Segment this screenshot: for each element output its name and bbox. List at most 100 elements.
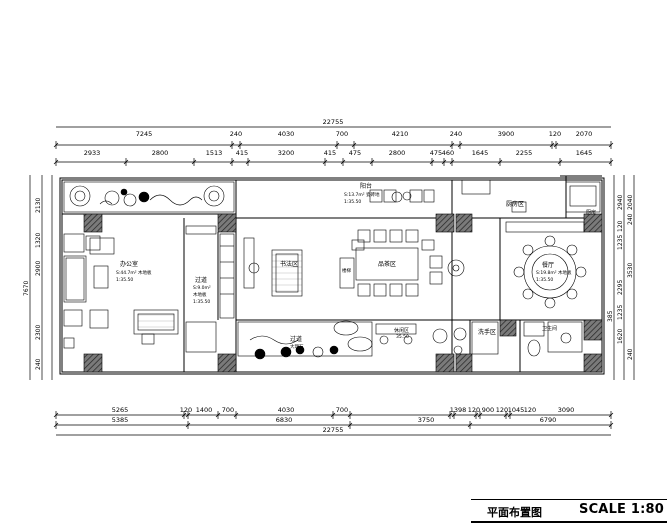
dim-right-240: 240 <box>627 213 634 225</box>
dim-right-inner-1620: 1620 <box>617 329 624 344</box>
dim-top-row2-4: 4210 <box>392 130 409 138</box>
label-study: 书法区 <box>280 260 298 268</box>
dim-bottom-row2-2: 3750 <box>418 416 435 424</box>
dim-left-2300: 2300 <box>35 325 42 340</box>
dim-right-inner-240: 240 <box>627 348 634 360</box>
dim-bottom-row1-11: 120 <box>524 406 536 414</box>
dim-left-1320: 1320 <box>35 233 42 248</box>
dim-bottom-row1-4: 4030 <box>278 406 295 414</box>
dim-bottom-total: 22755 <box>323 426 344 434</box>
dim-top-row2-8: 2070 <box>576 130 593 138</box>
balcony-lounge-set <box>369 189 435 203</box>
label-tea: 品茶区 <box>378 260 396 268</box>
dim-bottom-row1-7: 120 <box>468 406 480 414</box>
dim-top-total: 22755 <box>323 118 344 126</box>
dim-top-row2-2: 4030 <box>278 130 295 138</box>
label-corridor-left-floor: 木地板 <box>193 291 207 298</box>
dim-top-row3-3: 415 <box>236 149 248 157</box>
balcony-planter-left <box>63 181 235 213</box>
label-balcony-area: S:13.7m² 瓷砖地 <box>344 191 380 198</box>
dim-bottom-row2-0: 5385 <box>112 416 129 424</box>
label-restroom: 卫生间 <box>542 325 557 332</box>
dim-top-row2-6: 3900 <box>498 130 515 138</box>
top-dimension-lines <box>53 126 614 166</box>
room-labels: 阳台 S:13.7m² 瓷砖地 1:35.50 办公室 S:44.7m² 木地板… <box>116 182 596 350</box>
label-washroom: 洗手区 <box>478 328 496 336</box>
dim-right-inner-120: 120 <box>617 220 624 232</box>
label-balcony-level: 1:35.50 <box>344 199 361 205</box>
corridor-bottom-planter <box>237 320 373 360</box>
structural-columns <box>83 213 603 373</box>
label-office-area: S:44.7m² 木地板 <box>116 269 152 276</box>
dim-top-row3-2: 1513 <box>206 149 223 157</box>
label-kitchen: 厨房区 <box>506 200 524 208</box>
label-dining-area: S:19.8m² 木地板 <box>536 269 572 276</box>
dim-bottom-row1-3: 700 <box>222 406 234 414</box>
side-dimension-lines <box>29 175 635 380</box>
title-block-bottom-rule <box>471 521 667 523</box>
dim-top-row2-1: 240 <box>230 130 242 138</box>
label-pantry: 厨房 <box>586 209 596 216</box>
dim-right-inner-3530: 3530 <box>627 263 634 278</box>
dim-bottom-row1-8: 900 <box>482 406 494 414</box>
drawing-title: 平面布置图 <box>487 506 542 519</box>
dim-right-2940: 2940 <box>617 195 624 210</box>
dim-left-2900: 2900 <box>35 261 42 276</box>
dim-top-row3-4: 3200 <box>278 149 295 157</box>
label-corridor-left-level: 1:35.50 <box>193 299 210 305</box>
label-lounge-level: 35.50 <box>396 334 409 340</box>
label-study-small: 楼梯 <box>342 267 351 274</box>
dim-left-2130: 2130 <box>35 198 42 213</box>
dim-bottom-row1-0: 5265 <box>112 406 129 414</box>
dim-top-row3-8: 475 <box>430 149 442 157</box>
dim-right-inner-1235: 1235 <box>617 235 624 250</box>
label-lounge: 休闲区 <box>394 327 409 334</box>
exterior-walls <box>59 175 605 375</box>
office-furniture <box>63 233 179 349</box>
dim-bottom-row1-6: 1398 <box>450 406 467 414</box>
dim-bottom-row1-10: 1045 <box>508 406 525 414</box>
label-corridor-bottom: 过道 <box>290 335 302 343</box>
label-dining-level: 1:35.50 <box>536 277 553 283</box>
corridor-left-shelves <box>185 225 235 353</box>
dim-top-row2-0: 7245 <box>136 130 153 138</box>
side-dimension-texts: 2130 7670 2900 1320 2300 240 2040 240 29… <box>23 195 634 370</box>
dim-left-240: 240 <box>35 358 42 370</box>
dim-right-inner-385: 385 <box>607 310 614 322</box>
drawing-scale: SCALE 1:80 <box>579 502 664 517</box>
dim-bottom-row1-5: 700 <box>336 406 348 414</box>
dining-table <box>505 221 587 309</box>
dim-top-row3-6: 475 <box>349 149 361 157</box>
study-furniture <box>243 237 303 297</box>
dim-top-row3-0: 2933 <box>84 149 101 157</box>
dim-top-row3-12: 1645 <box>576 149 593 157</box>
dim-top-row2-7: 120 <box>549 130 561 138</box>
dim-right-inner-2295: 2295 <box>617 280 624 295</box>
label-corridor-left-area: S:9.0m² <box>193 285 211 291</box>
label-dining: 餐厅 <box>542 261 554 269</box>
dim-bottom-row1-12: 3090 <box>558 406 575 414</box>
bottom-dimension-lines <box>53 411 614 436</box>
dim-bottom-row2-1: 6830 <box>276 416 293 424</box>
dim-bottom-row1-1: 120 <box>180 406 192 414</box>
dim-right-inner-1235b: 1235 <box>617 305 624 320</box>
label-corridor-left: 过道 <box>195 276 207 284</box>
balcony-right-seating <box>461 179 601 213</box>
label-office: 办公室 <box>120 260 138 268</box>
title-block: 平面布置图 SCALE 1:80 <box>471 499 667 523</box>
lounge-washroom-fixtures <box>375 321 583 357</box>
dim-top-row3-5: 415 <box>324 149 336 157</box>
dim-top-row3-10: 1645 <box>472 149 489 157</box>
label-corridor-bottom-floor: 大理石 <box>290 343 304 350</box>
label-office-level: 1:35.50 <box>116 277 133 283</box>
dim-bottom-row2-3: 6790 <box>540 416 557 424</box>
dim-left-7670: 7670 <box>23 281 30 296</box>
dim-right-2040: 2040 <box>627 195 634 210</box>
dim-bottom-row1-2: 1400 <box>196 406 213 414</box>
label-balcony: 阳台 <box>360 182 372 190</box>
dim-top-row3-9: 460 <box>442 149 454 157</box>
